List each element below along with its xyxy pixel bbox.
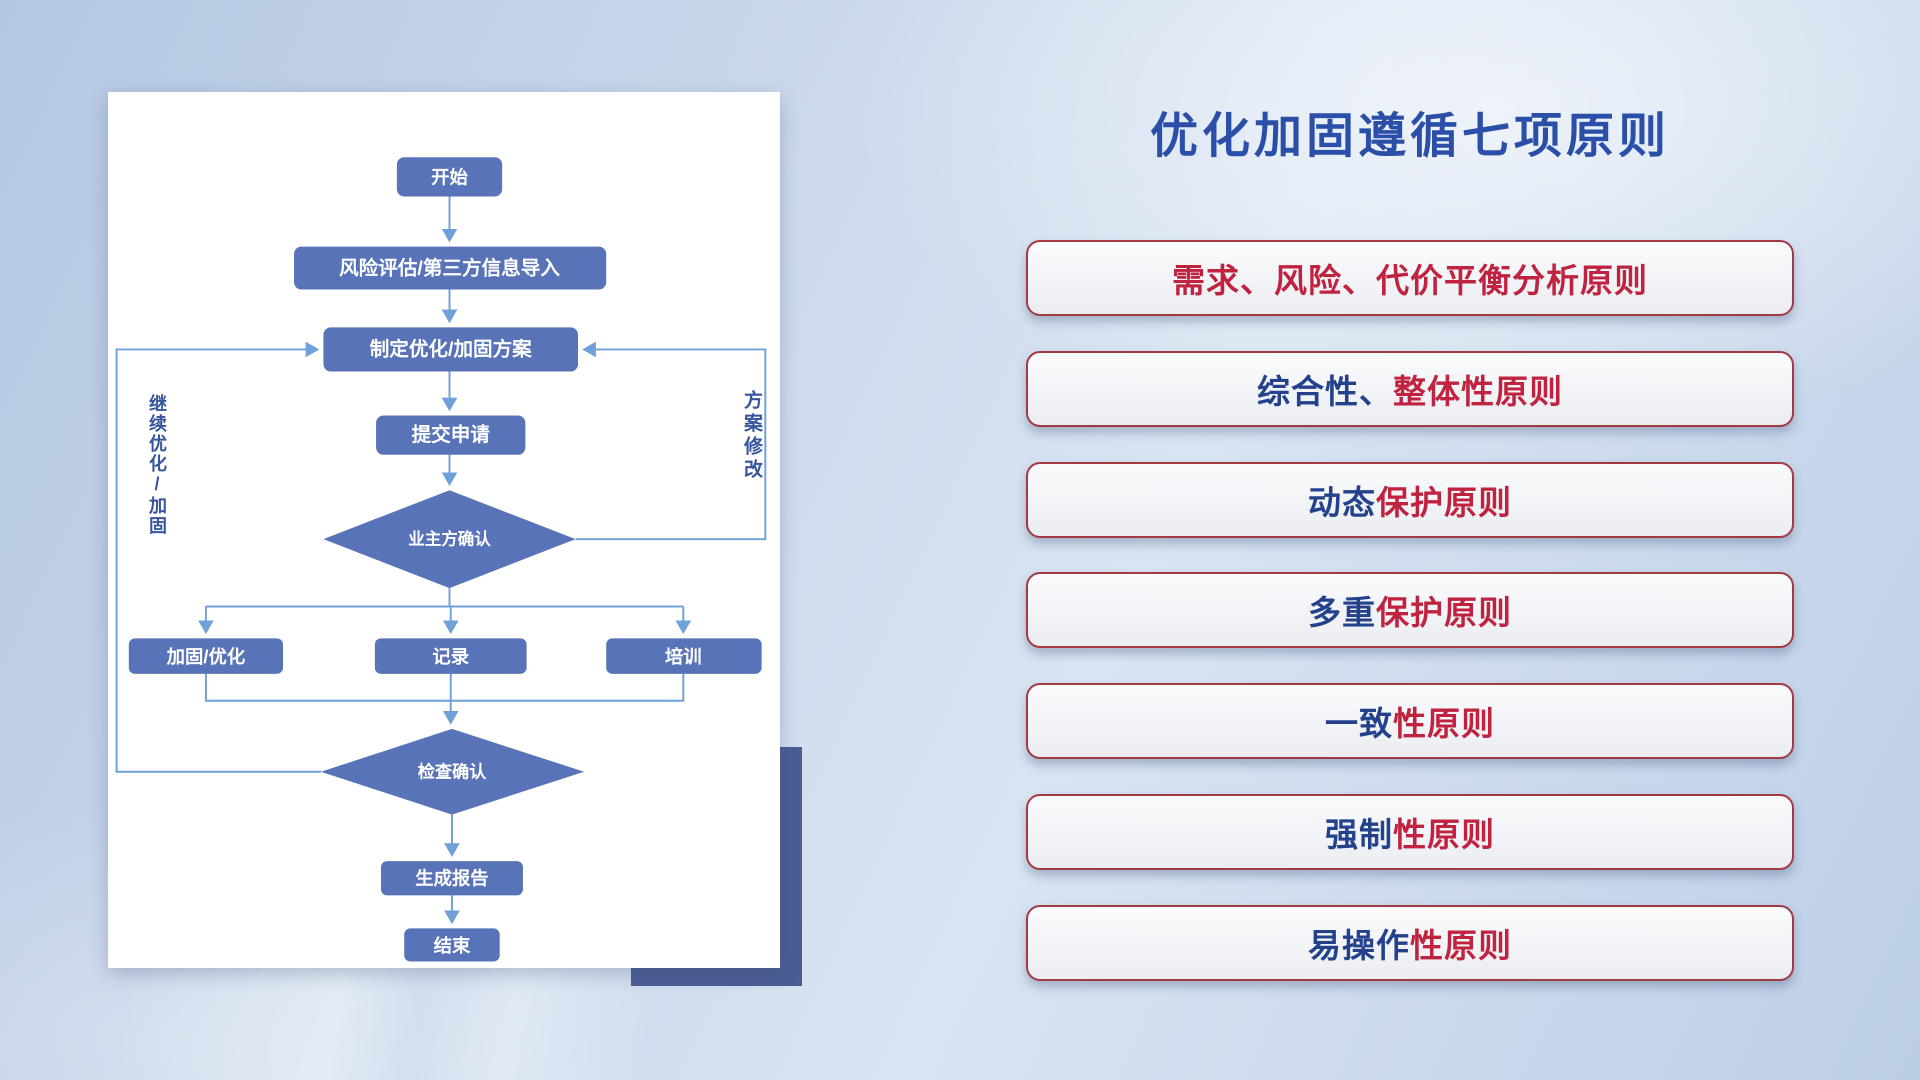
node-submit-box xyxy=(376,415,526,455)
flowchart: 开始 风险评估/第三方信息导入 制定优化/加固方案 提交申请 业主方确认 加固/… xyxy=(115,157,767,962)
node-record-box xyxy=(374,638,527,674)
principle-box-4: 多重保护原则 xyxy=(1026,572,1794,648)
principle-6-text-blue: 强制 xyxy=(1325,816,1393,853)
flow-nodes xyxy=(128,157,762,962)
principle-4-text-red: 保护原则 xyxy=(1376,594,1512,631)
principle-4-text-blue: 多重 xyxy=(1308,594,1376,631)
node-harden-box xyxy=(128,638,284,674)
principle-box-6: 强制性原则 xyxy=(1026,794,1794,870)
principle-box-7: 易操作性原则 xyxy=(1026,905,1794,981)
node-submit-label: 提交申请 xyxy=(412,423,491,446)
panel-title: 优化加固遵循七项原则 xyxy=(1149,110,1670,163)
flowchart-card: 开始 风险评估/第三方信息导入 制定优化/加固方案 提交申请 业主方确认 加固/… xyxy=(108,92,780,968)
principle-2-text-blue: 综合性、 xyxy=(1257,373,1393,410)
loop-label-right: 方案修改 xyxy=(741,390,762,482)
node-risk-import-label: 风险评估/第三方信息导入 xyxy=(339,257,560,280)
principle-7-text-blue: 易操作 xyxy=(1308,927,1410,964)
node-report-box xyxy=(380,861,523,896)
principle-box-5: 一致性原则 xyxy=(1026,683,1794,759)
loop-label-left: 继续优化/加固 xyxy=(147,394,167,536)
node-end-box xyxy=(404,928,500,962)
node-owner-confirm-label: 业主方确认 xyxy=(408,529,491,549)
principle-7-text-red: 性原则 xyxy=(1410,927,1512,964)
node-check-confirm-label: 检查确认 xyxy=(418,762,487,782)
node-record-label: 记录 xyxy=(432,646,469,667)
node-training-box xyxy=(606,638,762,674)
node-report-label: 生成报告 xyxy=(415,868,488,889)
principle-box-2: 综合性、整体性原则 xyxy=(1026,351,1794,427)
node-start-label: 开始 xyxy=(431,166,468,187)
node-owner-confirm-diamond xyxy=(323,490,576,589)
principle-5-text-red: 性原则 xyxy=(1393,705,1495,742)
principle-1-text-red: 需求、风险、代价平衡分析原则 xyxy=(1172,262,1648,299)
principle-2-text-red: 整体性原则 xyxy=(1393,373,1563,410)
principle-3-text-blue: 动态 xyxy=(1308,484,1376,521)
node-harden-label: 加固/优化 xyxy=(166,646,246,667)
node-make-plan-box xyxy=(323,327,579,372)
node-start-box xyxy=(396,157,503,197)
principle-3-text-red: 保护原则 xyxy=(1376,484,1512,521)
flow-node-labels: 开始 风险评估/第三方信息导入 制定优化/加固方案 提交申请 业主方确认 加固/… xyxy=(166,166,702,956)
node-make-plan-label: 制定优化/加固方案 xyxy=(370,337,532,360)
connector-lines xyxy=(115,196,767,925)
node-end-label: 结束 xyxy=(434,935,471,956)
principle-5-text-blue: 一致 xyxy=(1325,705,1393,742)
principle-6-text-red: 性原则 xyxy=(1393,816,1495,853)
node-check-confirm-diamond xyxy=(320,728,585,815)
node-risk-import-box xyxy=(294,246,607,290)
principle-box-3: 动态保护原则 xyxy=(1026,462,1794,538)
node-training-label: 培训 xyxy=(665,646,702,667)
principle-box-1: 需求、风险、代价平衡分析原则 xyxy=(1026,240,1794,316)
